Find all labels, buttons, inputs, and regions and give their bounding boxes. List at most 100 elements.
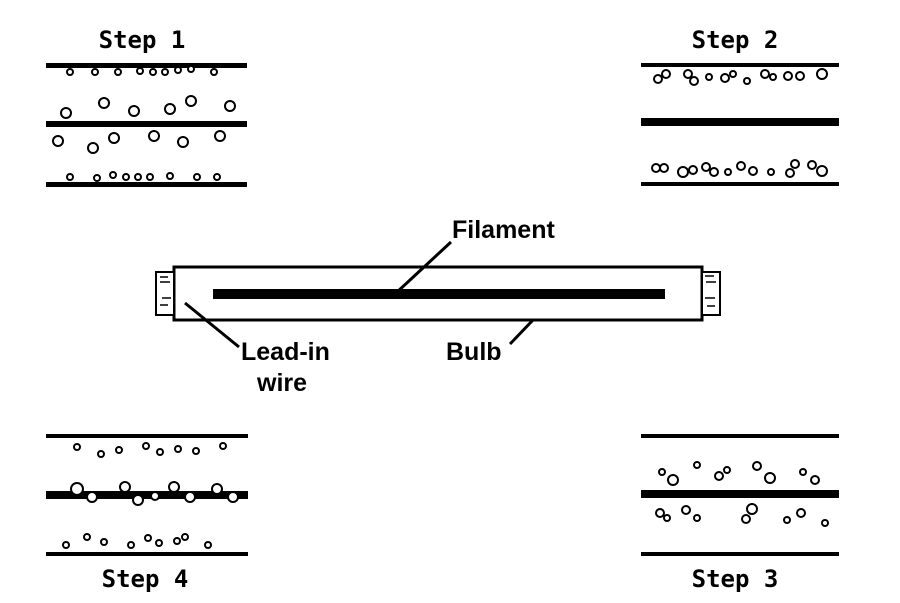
particle [724, 168, 732, 176]
particle [66, 173, 74, 181]
step-4-bar-top [46, 434, 248, 438]
particle [729, 70, 737, 78]
step-2-title: Step 2 [692, 26, 779, 54]
particle [146, 173, 154, 181]
step-1-bar-bottom [46, 182, 247, 187]
particle [132, 494, 144, 506]
step-2-panel: Step 2 [641, 26, 839, 186]
particle [720, 73, 730, 83]
particle [174, 66, 182, 74]
particle [122, 173, 130, 181]
particle [816, 165, 828, 177]
particle [174, 445, 182, 453]
particle [91, 68, 99, 76]
particle [136, 67, 144, 75]
step-4-particles [62, 442, 239, 549]
particle [185, 95, 197, 107]
step-4-bar-middle [46, 491, 248, 499]
step-1-panel: Step 1 [46, 26, 247, 187]
particle [783, 71, 793, 81]
particle [155, 539, 163, 547]
step-4-title: Step 4 [102, 565, 189, 593]
particle [149, 68, 157, 76]
particle [736, 161, 746, 171]
particle [211, 483, 223, 495]
particle [688, 165, 698, 175]
right-end-cap [701, 271, 721, 316]
particle [658, 468, 666, 476]
step-3-bar-bottom [641, 552, 839, 556]
filament-bar [213, 289, 665, 299]
lead-in-leader [184, 301, 240, 349]
step-2-bar-top [641, 63, 839, 67]
particle [677, 166, 689, 178]
particle [743, 77, 751, 85]
particle [192, 447, 200, 455]
particle [86, 491, 98, 503]
particle [785, 168, 795, 178]
particle [177, 136, 189, 148]
step-2-bar-middle [641, 118, 839, 126]
particle [142, 442, 150, 450]
particle [83, 533, 91, 541]
particle [127, 541, 135, 549]
particle [741, 514, 751, 524]
bulb-label: Bulb [446, 338, 502, 366]
lamp [155, 240, 721, 349]
particle [193, 173, 201, 181]
particle [816, 68, 828, 80]
particle [156, 448, 164, 456]
step-2-bar-bottom [641, 182, 839, 186]
particle [653, 74, 663, 84]
step-1-title: Step 1 [99, 26, 186, 54]
step-3-particles [655, 461, 829, 527]
particle [161, 68, 169, 76]
particle [187, 65, 195, 73]
particle [119, 481, 131, 493]
particle [723, 466, 731, 474]
lead-in-label-line1: Lead-in [241, 338, 330, 366]
particle [173, 537, 181, 545]
step-1-bar-top [46, 63, 247, 68]
particle [748, 166, 758, 176]
particle [150, 491, 160, 501]
particle [769, 73, 777, 81]
particle [714, 471, 724, 481]
particle [661, 69, 671, 79]
step-1-bar-middle [46, 121, 247, 127]
step-2-particles [651, 68, 828, 178]
particle [693, 461, 701, 469]
particle [224, 100, 236, 112]
particle [210, 68, 218, 76]
particle [204, 541, 212, 549]
particle [73, 443, 81, 451]
filament-leader [394, 240, 453, 295]
particle [219, 442, 227, 450]
particle [821, 519, 829, 527]
filament-label: Filament [452, 216, 555, 244]
particle [66, 68, 74, 76]
particle [799, 468, 807, 476]
step-3-bar-top [641, 434, 839, 438]
particle [807, 160, 817, 170]
particle [98, 97, 110, 109]
particle [701, 162, 711, 172]
particle [709, 167, 719, 177]
particle [128, 105, 140, 117]
particle [790, 159, 800, 169]
particle [659, 163, 669, 173]
step-3-title: Step 3 [692, 565, 779, 593]
particle [181, 533, 189, 541]
particle [795, 71, 805, 81]
particle [134, 173, 142, 181]
particle [214, 130, 226, 142]
left-end-cap [155, 271, 175, 316]
step-1-particles [52, 65, 236, 182]
particle [115, 446, 123, 454]
particle [810, 475, 820, 485]
particle [655, 508, 665, 518]
particle [746, 503, 758, 515]
particle [70, 482, 84, 496]
particle [97, 450, 105, 458]
